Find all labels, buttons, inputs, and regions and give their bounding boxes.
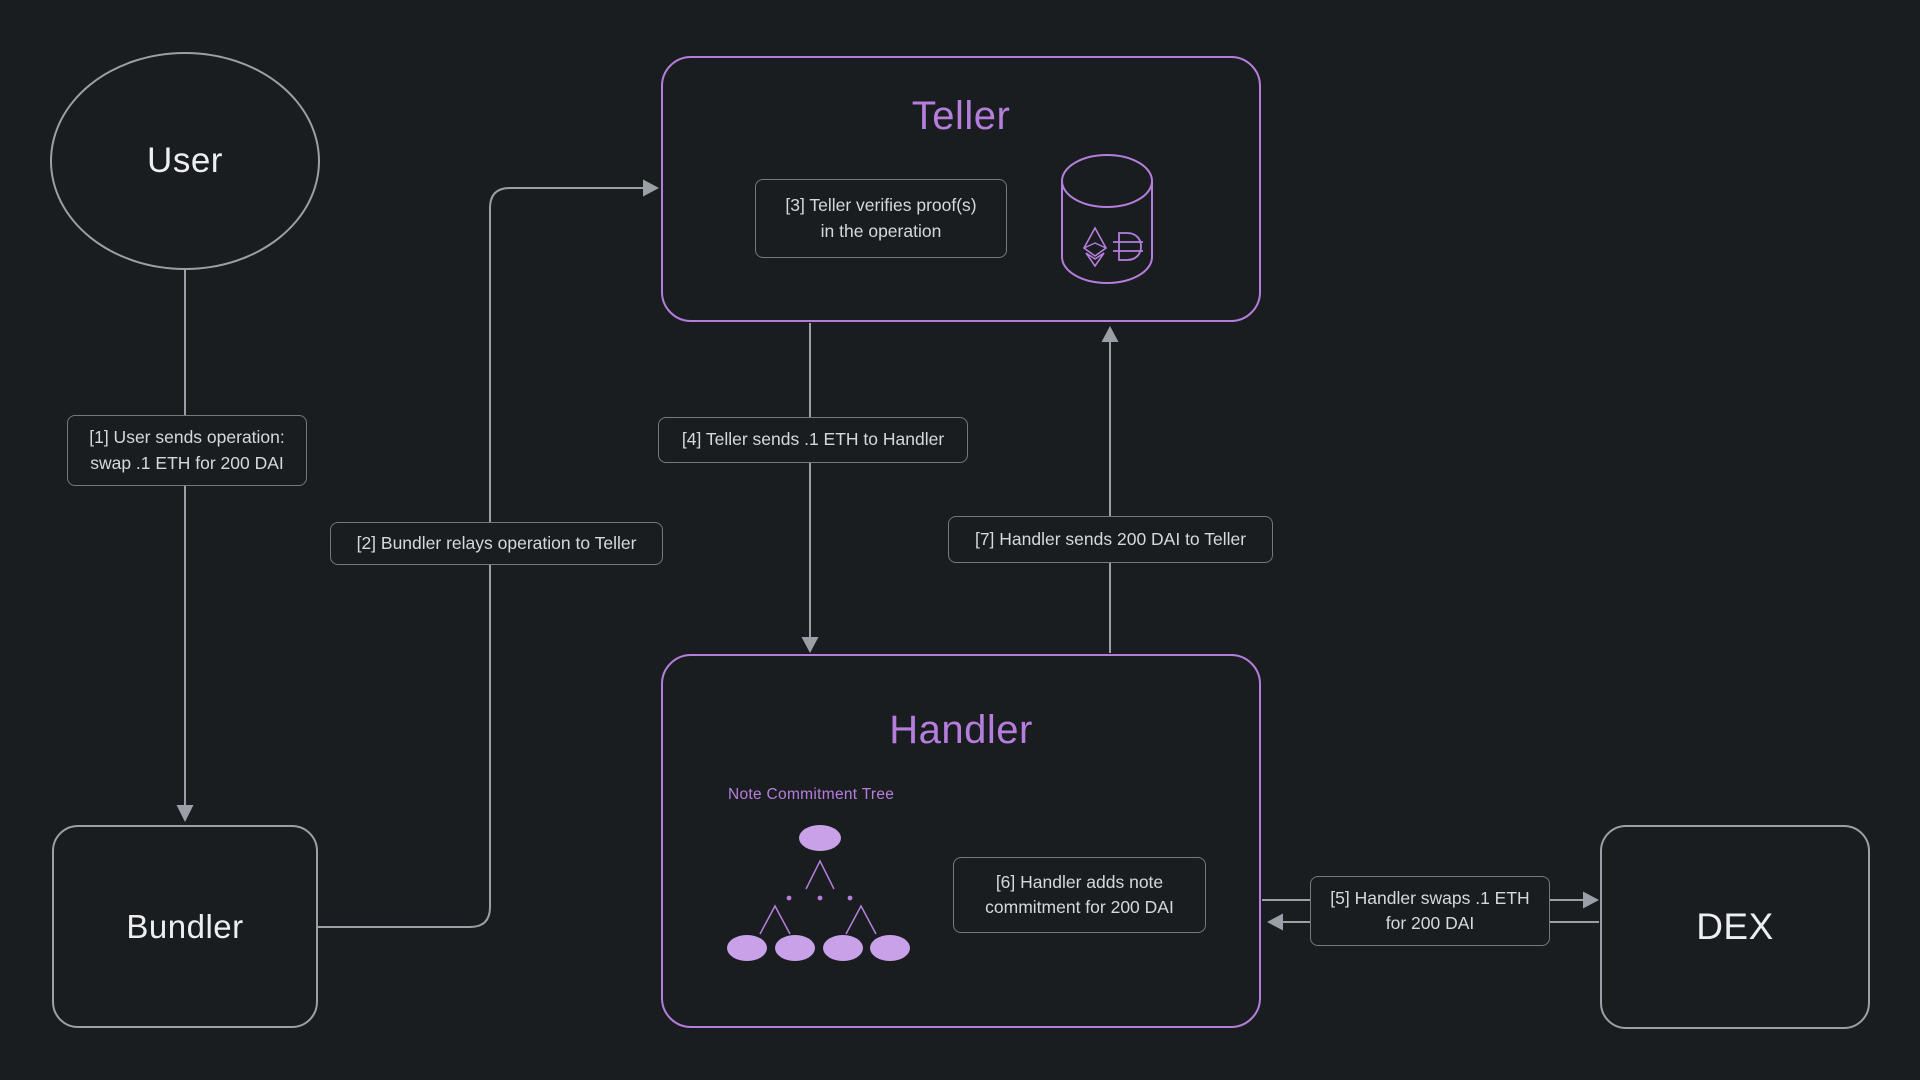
- note-commitment-tree-icon: [727, 825, 910, 961]
- user-node-label: User: [147, 141, 223, 180]
- step7-label: [7] Handler sends 200 DAI to Teller: [948, 516, 1273, 563]
- bundler-node: Bundler: [52, 825, 318, 1028]
- note-commitment-tree-title: Note Commitment Tree: [728, 786, 895, 803]
- eth-icon: [1082, 226, 1108, 268]
- handler-node-label: Handler: [889, 708, 1033, 752]
- step2-label: [2] Bundler relays operation to Teller: [330, 522, 663, 565]
- arrow-teller-to-handler: [801, 323, 819, 653]
- handler-node: Handler: [661, 654, 1261, 1028]
- step3-label: [3] Teller verifies proof(s) in the oper…: [755, 179, 1007, 258]
- teller-node-label: Teller: [911, 94, 1011, 138]
- step1-label: [1] User sends operation: swap .1 ETH fo…: [67, 415, 307, 486]
- dex-node-label: DEX: [1696, 906, 1774, 947]
- step5-label: [5] Handler swaps .1 ETH for 200 DAI: [1310, 876, 1550, 946]
- database-icon: [1061, 154, 1153, 284]
- step6-label: [6] Handler adds note commitment for 200…: [953, 857, 1206, 933]
- dex-node: DEX: [1600, 825, 1870, 1029]
- dai-icon: [1113, 232, 1143, 261]
- teller-node: Teller: [661, 56, 1261, 322]
- bundler-node-label: Bundler: [126, 907, 244, 945]
- arrow-user-to-bundler: [176, 270, 194, 822]
- user-node: User: [50, 52, 320, 270]
- step4-label: [4] Teller sends .1 ETH to Handler: [658, 417, 968, 463]
- arrow-handler-to-teller: [1101, 326, 1119, 653]
